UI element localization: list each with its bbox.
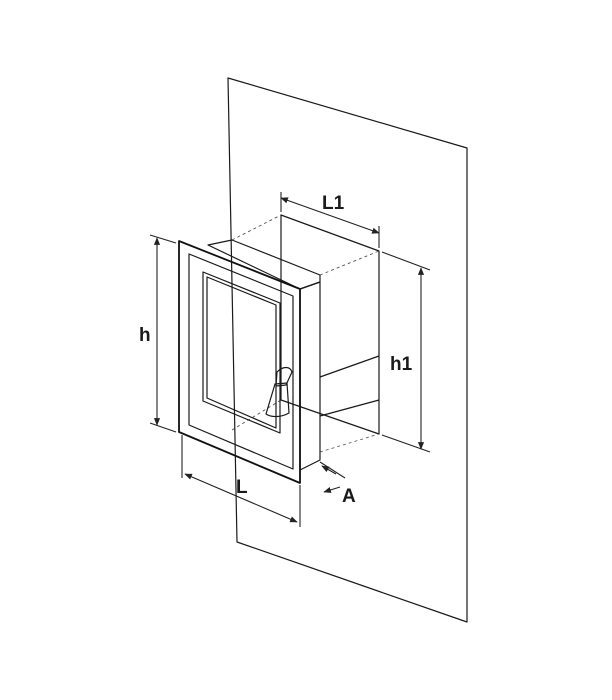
hidden-edge-bottom-left [231, 399, 282, 431]
hidden-edge-top [231, 214, 282, 241]
door-glass-inner [206, 276, 277, 429]
sleeve-lower-edge [319, 355, 380, 378]
dim-h-ext-top [149, 234, 177, 244]
dim-a-arrow-1 [323, 486, 341, 493]
dim-a-arrow-2 [321, 465, 337, 475]
door-frame-inner [188, 253, 294, 470]
sleeve-back-face [280, 214, 380, 435]
sleeve-top-face [207, 239, 321, 290]
door-frame-outer [178, 240, 301, 484]
door-glass-panel [202, 271, 281, 434]
dim-h1-ext-top [381, 251, 431, 271]
label-l: L [236, 477, 248, 498]
hidden-edge-bottom-right [319, 433, 380, 453]
dim-h-ext-bottom [149, 422, 177, 433]
door-handle-icon [265, 366, 293, 418]
label-l1: L1 [322, 193, 345, 214]
dim-l-line [184, 473, 298, 523]
dim-l1-line [280, 197, 380, 234]
sleeve-side-face [299, 281, 321, 471]
label-a: A [342, 486, 356, 507]
hidden-edge-top-right [319, 250, 380, 276]
label-h: h [139, 325, 151, 346]
label-h1: h1 [390, 354, 413, 375]
sleeve-bottom-edge [319, 399, 380, 417]
dim-a-ext [319, 461, 346, 479]
wall-plane [227, 77, 468, 623]
dim-h1-ext-bottom [381, 434, 431, 453]
